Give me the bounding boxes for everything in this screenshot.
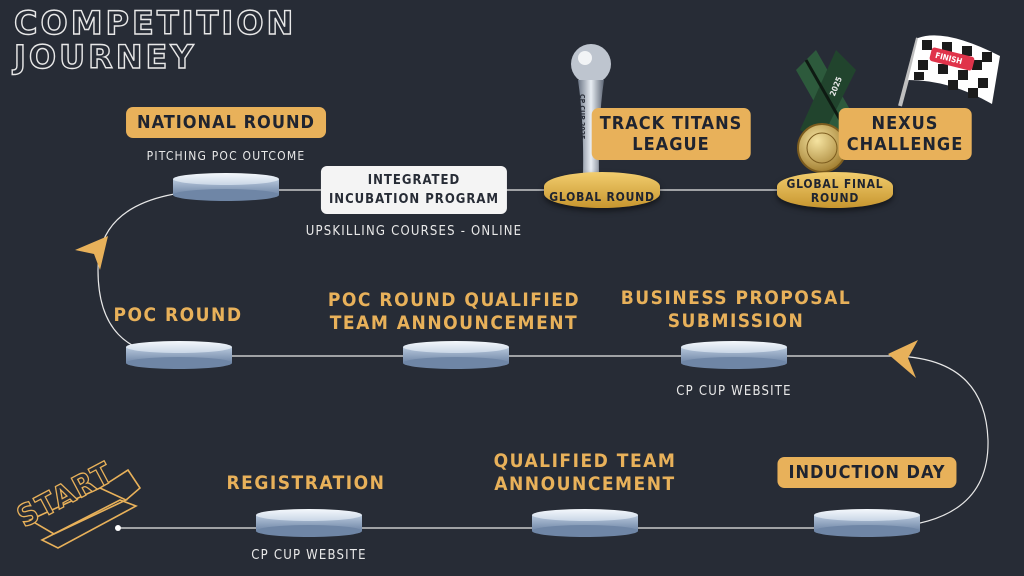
finish-flag-icon [898,35,1000,107]
stage-poc-qualified-label: POC ROUND QUALIFIED TEAM ANNOUNCEMENT [328,289,580,335]
stage-incubation-line2: INCUBATION PROGRAM [328,192,500,207]
page-title: COMPETITION JOURNEY [13,4,297,76]
global-final-pedestal-line1: GLOBAL FINAL [786,177,884,191]
pedestal-induction-day [814,509,920,537]
stage-registration-label: REGISTRATION [226,472,386,494]
stage-registration-sub: CP CUP WEBSITE [251,548,367,563]
title-line-2: JOURNEY [13,38,197,76]
stage-global-final-line2: CHALLENGE [846,134,964,155]
stage-business-proposal-line1: BUSINESS PROPOSAL [620,287,852,309]
stage-poc-round-label: POC ROUND [113,304,243,326]
title-line-1: COMPETITION [13,4,297,42]
stage-business-proposal-line2: SUBMISSION [667,310,805,332]
pedestal-national-round [173,173,279,201]
stage-business-proposal-sub: CP CUP WEBSITE [676,384,792,399]
track-curve-right [869,355,989,529]
stage-qualified-team-label: QUALIFIED TEAM ANNOUNCEMENT [494,450,677,496]
stage-qualified-team-line2: ANNOUNCEMENT [494,473,676,495]
stage-national-round-badge: NATIONAL ROUND [126,107,326,138]
pedestal-registration [256,509,362,537]
stage-global-final-badge: NEXUS CHALLENGE [838,108,972,160]
track-curve-left [97,189,226,357]
pedestal-business-proposal [681,341,787,369]
global-final-pedestal-label: GLOBAL FINAL ROUND [787,177,884,205]
trophy-text: CP CUP 2025 [578,94,586,140]
stage-incubation-sub: UPSKILLING COURSES - ONLINE [305,224,523,239]
arrow-left-icon [888,340,918,378]
start-sign-icon [28,468,142,549]
stage-poc-qualified-line2: TEAM ANNOUNCEMENT [329,312,579,334]
stage-global-round-line1: TRACK TITANS [599,113,743,134]
stage-qualified-team-line1: QUALIFIED TEAM [493,450,677,472]
start-dot [115,525,121,531]
stage-incubation-line1: INTEGRATED [367,173,461,188]
stage-global-round-line2: LEAGUE [632,134,710,155]
stage-business-proposal-label: BUSINESS PROPOSAL SUBMISSION [621,287,851,333]
arrow-up-icon [75,236,108,270]
stage-incubation-badge: INTEGRATED INCUBATION PROGRAM [320,166,508,214]
global-final-pedestal-line2: ROUND [810,191,860,205]
pedestal-poc-qualified [403,341,509,369]
global-final-pedestal [777,172,893,208]
pedestal-poc-round [126,341,232,369]
stage-poc-qualified-line1: POC ROUND QUALIFIED [327,289,581,311]
stage-national-round-sub: PITCHING POC OUTCOME [146,149,306,163]
stage-global-final-line1: NEXUS [871,113,939,134]
global-round-pedestal-label: GLOBAL ROUND [549,190,655,204]
pedestal-qualified-team [532,509,638,537]
stage-induction-day-badge: INDUCTION DAY [777,457,957,488]
stage-global-round-badge: TRACK TITANS LEAGUE [591,108,751,160]
global-round-pedestal [544,172,660,208]
